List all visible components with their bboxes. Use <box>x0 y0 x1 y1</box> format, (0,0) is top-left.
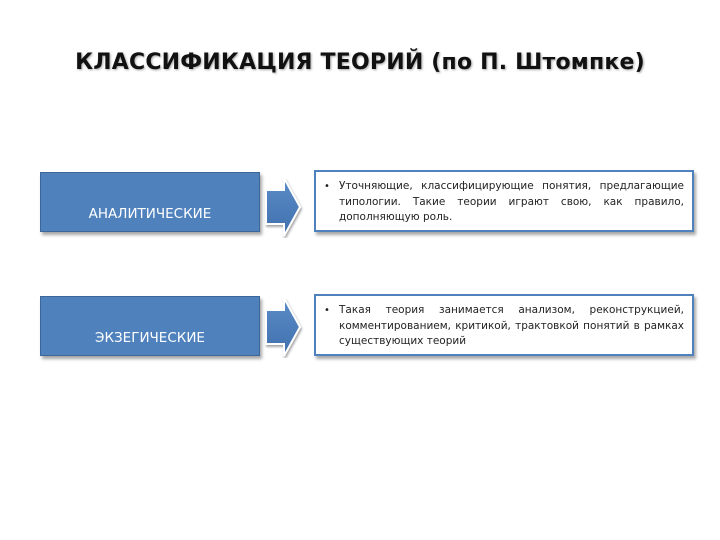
category-label-analytical: АНАЛИТИЧЕСКИЕ <box>88 206 212 222</box>
category-label-exegetical: ЭКЗЕГИЧЕСКИЕ <box>95 330 205 346</box>
description-box-exegetical: • Такая теория занимается анализом, реко… <box>314 294 694 356</box>
description-box-analytical: • Уточняющие, классифицирующие понятия, … <box>314 170 694 232</box>
category-box-analytical: АНАЛИТИЧЕСКИЕ <box>40 172 260 232</box>
description-text-analytical: Уточняющие, классифицирующие понятия, пр… <box>339 180 684 223</box>
category-box-exegetical: ЭКЗЕГИЧЕСКИЕ <box>40 296 260 356</box>
slide-title: КЛАССИФИКАЦИЯ ТЕОРИЙ (по П. Штомпке) <box>75 50 645 75</box>
description-text-exegetical: Такая теория занимается анализом, реконс… <box>339 304 684 347</box>
arrow-right-icon <box>265 297 302 357</box>
bullet-marker: • <box>324 305 330 316</box>
arrow-right-icon <box>265 177 302 237</box>
bullet-marker: • <box>324 181 330 192</box>
